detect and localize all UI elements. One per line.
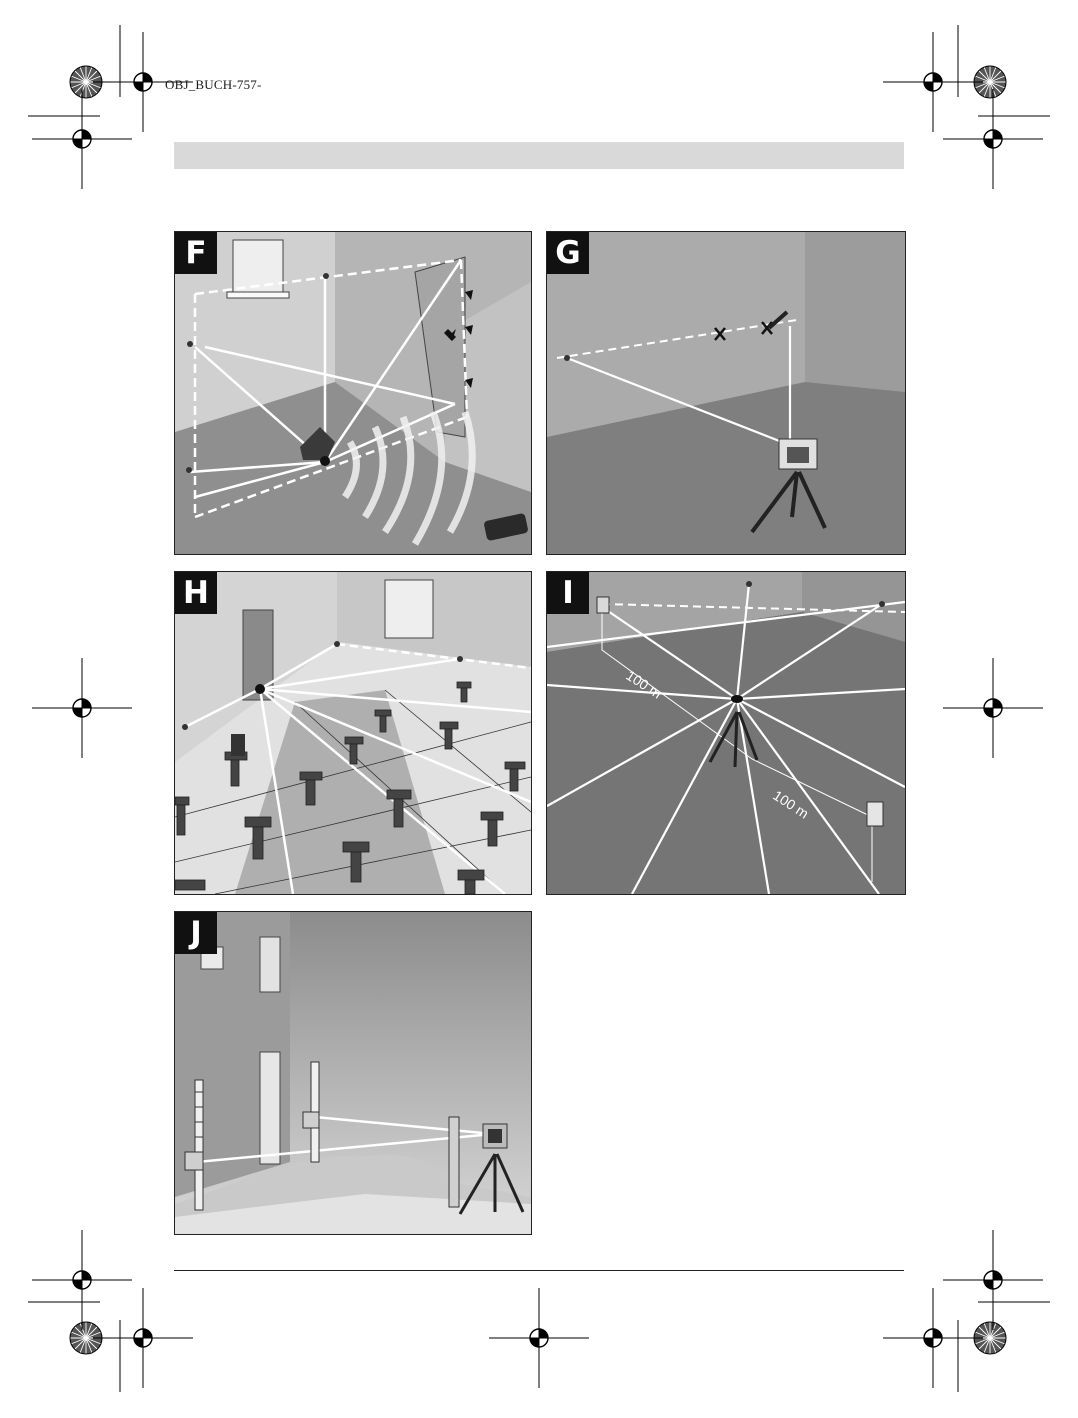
panel-label-h: H [175, 572, 217, 614]
illustration-room-laser [175, 232, 531, 554]
illustration-wall-marking [547, 232, 905, 554]
figure-panel-h: H [174, 571, 532, 895]
panel-label-i: I [547, 572, 589, 614]
figure-panel-i: I 100 m 100 m [546, 571, 906, 895]
panel-label-g: G [547, 232, 589, 274]
illustration-rotation-range [547, 572, 905, 894]
header-bar [174, 142, 904, 169]
figure-panel-j: J [174, 911, 532, 1235]
file-code: OBJ_BUCH-757- [165, 77, 262, 93]
figure-panel-f: F [174, 231, 532, 555]
illustration-height-transfer [175, 912, 531, 1234]
panel-label-j: J [175, 912, 217, 954]
illustration-raised-floor [175, 572, 531, 894]
figure-panel-g: G [546, 231, 906, 555]
footer-rule [174, 1270, 904, 1271]
panel-label-f: F [175, 232, 217, 274]
